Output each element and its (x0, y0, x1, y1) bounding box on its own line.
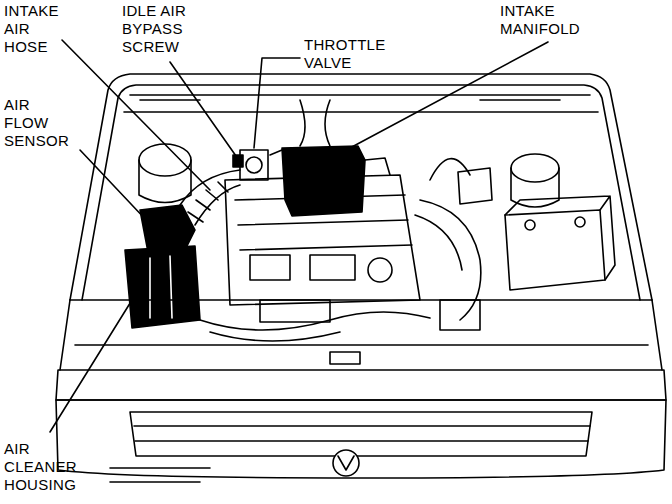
cowl-line (124, 111, 598, 113)
part-label: INTAKE MANIFOLD (500, 2, 580, 38)
component (440, 300, 480, 330)
hose (415, 215, 462, 270)
radiator-support (75, 344, 648, 346)
part-label: INTAKE AIR HOSE (4, 2, 59, 56)
leader-line (170, 62, 236, 156)
battery-terminal (525, 220, 535, 230)
badge (333, 450, 359, 476)
bypass-screw (233, 155, 243, 167)
air-flow-sensor (140, 205, 195, 252)
manifold-detail (270, 150, 390, 175)
engine-detail (310, 255, 355, 280)
reservoir (139, 160, 191, 203)
radiator-support (70, 299, 652, 301)
fluid-tank (458, 168, 492, 204)
latch (330, 352, 360, 364)
air-cleaner-housing (125, 246, 200, 328)
component (260, 300, 330, 322)
throttle-body (240, 150, 268, 180)
leader-line (50, 300, 132, 432)
leader-line (350, 42, 548, 148)
cowl-line (130, 94, 590, 96)
battery (505, 210, 605, 290)
reservoir (511, 154, 559, 182)
reservoir (139, 144, 191, 176)
throttle-valve (246, 157, 262, 173)
bumper (56, 400, 666, 478)
grille-bar (134, 426, 590, 441)
grille (130, 412, 592, 456)
bumper-line (110, 468, 210, 482)
engine-detail (250, 255, 290, 280)
leader-line (254, 58, 300, 148)
battery (505, 196, 615, 280)
hose (210, 332, 340, 341)
part-label: IDLE AIR BYPASS SCREW (122, 2, 204, 56)
front-panel (56, 370, 666, 400)
part-label: AIR CLEANER HOUSING (4, 440, 77, 494)
housing-detail (150, 256, 172, 318)
badge (338, 456, 354, 470)
fender-edge (60, 300, 662, 370)
pulley (368, 258, 392, 282)
part-label: AIR FLOW SENSOR (4, 96, 69, 150)
battery-terminal (575, 217, 585, 227)
cowl-detail (140, 99, 560, 101)
intake-manifold (282, 146, 365, 216)
hose (420, 200, 481, 320)
part-label: THROTTLE VALVE (304, 36, 386, 72)
hose (200, 312, 430, 330)
leader-line (62, 40, 210, 190)
wire (430, 159, 470, 180)
leader-line (80, 150, 148, 222)
wire (300, 100, 330, 146)
